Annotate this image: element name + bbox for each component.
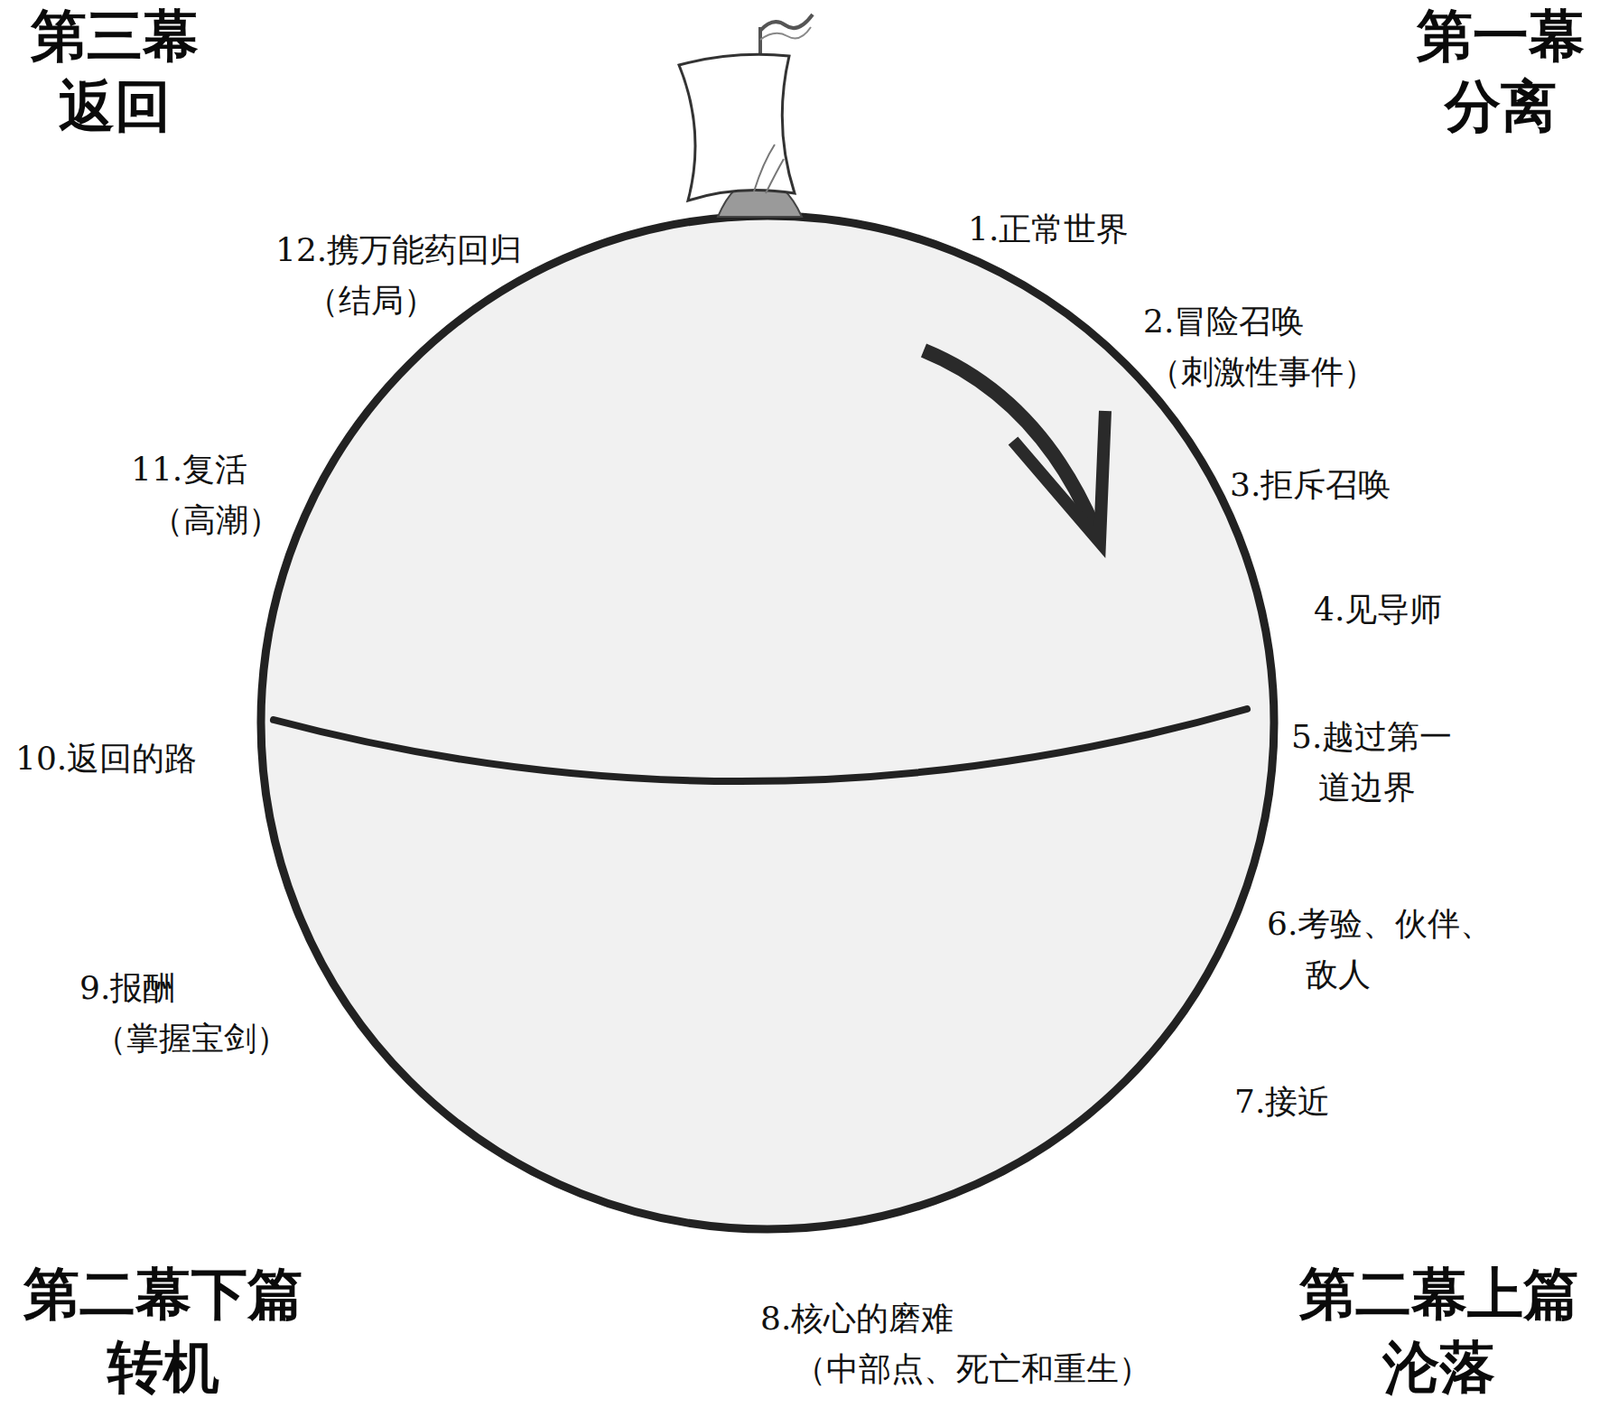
label-line: 敌人 (1266, 948, 1493, 1000)
label-line: （中部点、死亡和重生） (760, 1343, 1152, 1395)
act-label: 返回 (58, 70, 171, 143)
journey-circle (260, 215, 1275, 1229)
label-line: （结局） (275, 275, 522, 326)
label-line: 12.携万能药回归 (275, 224, 522, 276)
label-line: （掌握宝剑） (79, 1013, 289, 1064)
direction-arrow (923, 350, 1106, 542)
act-label: 第二幕下篇 (23, 1257, 304, 1331)
label-line: 道边界 (1291, 762, 1452, 813)
label-line: （刺激性事件） (1143, 346, 1377, 398)
label-line: （高潮） (130, 494, 281, 546)
act-label: 分离 (1444, 70, 1557, 143)
stage-label: 10.返回的路 (15, 733, 197, 784)
stage-label: 6.考验、伙伴、 敌人 (1266, 898, 1493, 1000)
act-label: 第一幕 (1416, 0, 1585, 73)
act-label: 转机 (107, 1330, 220, 1404)
act-label: 第二幕上篇 (1299, 1257, 1580, 1331)
stage-label: 12.携万能药回归 （结局） (275, 224, 522, 326)
label-line: 11.复活 (130, 444, 281, 495)
ship-illustration (679, 14, 813, 217)
stage-label: 4.见导师 (1313, 584, 1442, 635)
label-line: 5.越过第一 (1291, 711, 1452, 763)
label-line: 2.冒险召唤 (1143, 296, 1377, 347)
stage-label: 7.接近 (1234, 1076, 1331, 1127)
label-line: 9.报酬 (79, 962, 289, 1014)
stage-label: 1.正常世界 (967, 204, 1129, 255)
label-line: 6.考验、伙伴、 (1266, 898, 1493, 949)
stage-label: 3.拒斥召唤 (1229, 459, 1391, 511)
stage-label: 5.越过第一 道边界 (1291, 711, 1452, 813)
act-label: 沦落 (1383, 1330, 1496, 1404)
label-line: 8.核心的磨难 (760, 1293, 1152, 1344)
stage-label: 9.报酬 （掌握宝剑） (79, 962, 289, 1064)
stage-label: 11.复活 （高潮） (130, 444, 281, 546)
act-label: 第三幕 (30, 0, 199, 73)
stage-label: 8.核心的磨难 （中部点、死亡和重生） (760, 1293, 1152, 1395)
stage-label: 2.冒险召唤 （刺激性事件） (1143, 296, 1377, 398)
equator-line (273, 708, 1247, 782)
